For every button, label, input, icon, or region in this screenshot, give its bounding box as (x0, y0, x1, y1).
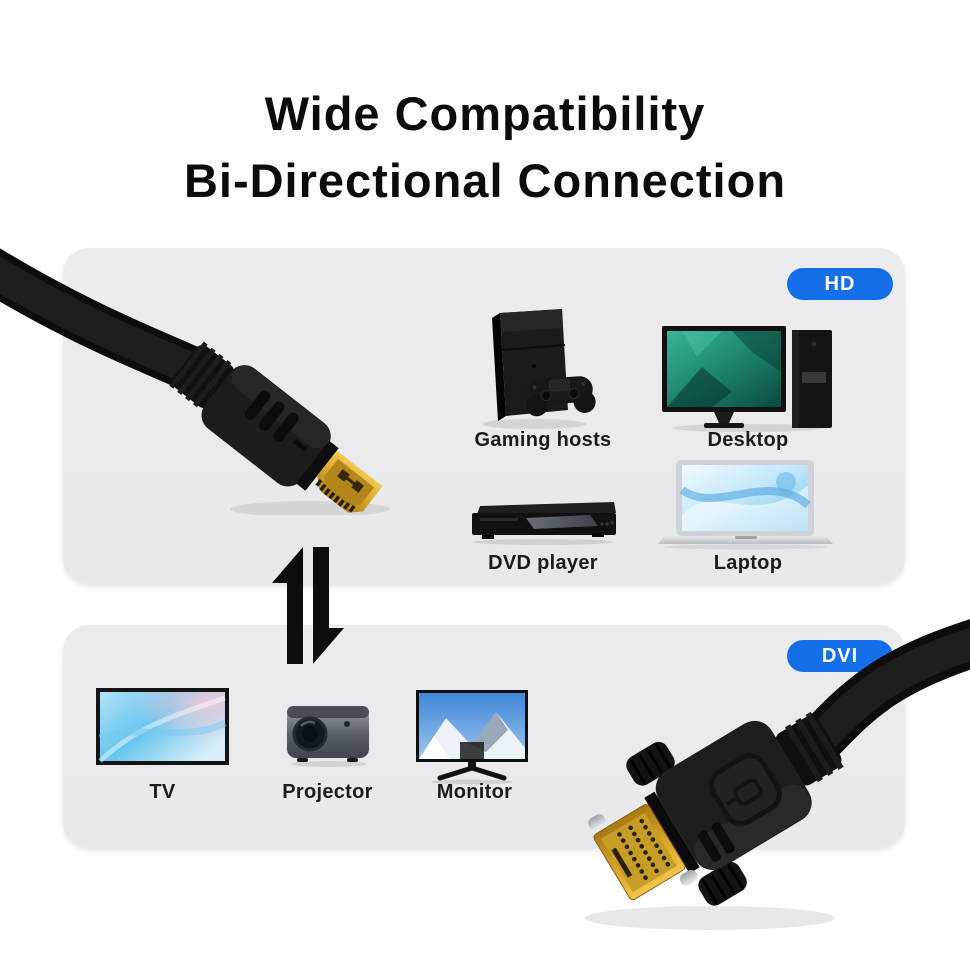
monitor-icon (416, 690, 531, 785)
device-label: Projector (282, 781, 373, 803)
device-projector: Projector (240, 685, 415, 805)
dvi-connector-illustration (560, 608, 970, 948)
device-dvd-player: DVD player (448, 498, 638, 576)
game-console-icon (468, 306, 618, 431)
device-laptop: Laptop (653, 458, 843, 576)
device-gaming-hosts: Gaming hosts (448, 303, 638, 453)
device-label: Desktop (707, 429, 789, 451)
tv-icon (96, 688, 231, 768)
dvd-player-icon (468, 500, 618, 546)
projector-icon (287, 698, 372, 768)
desktop-pc-icon (662, 322, 832, 432)
bidirectional-arrows-icon (272, 547, 344, 665)
device-label: DVD player (488, 552, 598, 574)
title-line-1: Wide Compatibility (264, 87, 706, 140)
device-tv: TV (75, 685, 250, 805)
device-label: Gaming hosts (474, 429, 612, 451)
device-desktop: Desktop (653, 303, 843, 453)
hd-panel: HD (63, 248, 905, 584)
hd-badge: HD (787, 268, 893, 300)
hdmi-connector-illustration (0, 215, 400, 515)
laptop-icon (658, 460, 833, 550)
device-label: Laptop (713, 552, 783, 574)
title: Wide Compatibility Bi-Directional Connec… (0, 80, 970, 214)
title-line-2: Bi-Directional Connection (183, 154, 787, 207)
device-label: Monitor (436, 781, 513, 803)
device-monitor: Monitor (387, 685, 562, 805)
device-label: TV (149, 781, 176, 803)
